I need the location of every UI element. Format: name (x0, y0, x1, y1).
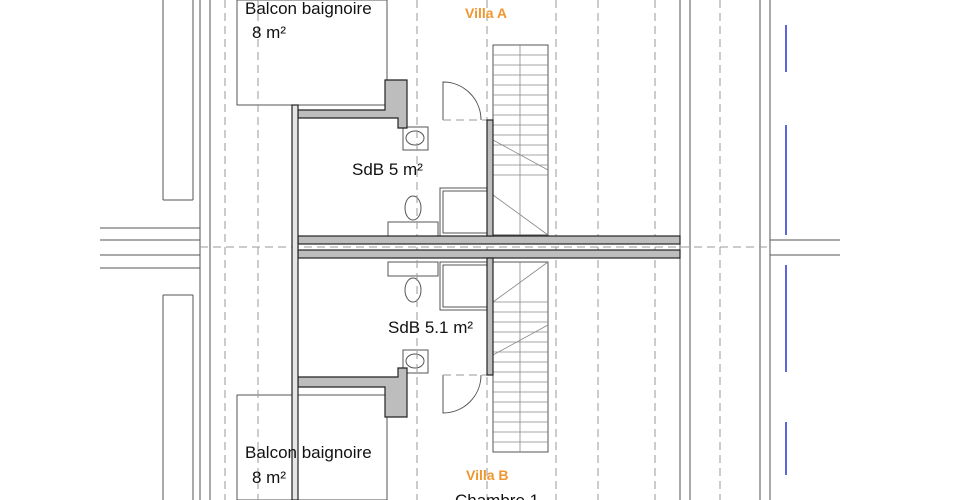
balcon-bottom-area: 8 m² (252, 468, 286, 487)
balcon-top-name: Balcon baignoire (245, 0, 372, 18)
sdb-top-label: SdB 5 m² (352, 160, 423, 179)
balcon-bottom-name: Balcon baignoire (245, 443, 372, 462)
chambre-bottom-label: Chambre 1 (455, 492, 539, 500)
sdb-bottom-label: SdB 5.1 m² (388, 318, 474, 337)
villa-a-label: Villa A (465, 5, 508, 21)
villa-b-label: Villa B (466, 467, 509, 483)
balcon-top-area: 8 m² (252, 23, 286, 42)
